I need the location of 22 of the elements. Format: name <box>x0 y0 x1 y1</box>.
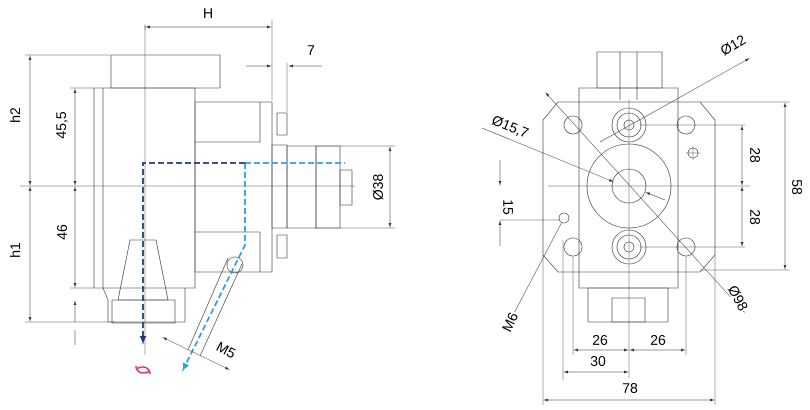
dimension-label: 78 <box>621 382 639 394</box>
dimension-label: 7 <box>306 44 316 56</box>
dimension-label: M5 <box>214 340 238 360</box>
dimension-label: Ø15,7 <box>488 113 532 141</box>
dimension-label: Ø98 <box>726 282 750 314</box>
dimension-label: 26 <box>649 334 667 346</box>
dimension-label: Ø38 <box>372 172 384 202</box>
dimension-label: 28 <box>749 208 761 226</box>
dimension-label: h1 <box>8 241 22 259</box>
dimension-label: 30 <box>589 355 607 367</box>
dimension-label: H <box>202 7 214 19</box>
dimension-label: 26 <box>591 334 609 346</box>
dimension-label: 46 <box>56 223 68 241</box>
threaded-hole <box>558 212 570 224</box>
dimension-label: h2 <box>8 106 22 124</box>
callout-label: M6 <box>502 312 518 332</box>
dimension-label: 58 <box>791 178 803 196</box>
dimension-label: 28 <box>749 146 761 164</box>
dimension-label: Ø12 <box>718 32 748 58</box>
dimension-label: 45,5 <box>55 110 69 140</box>
leader-line <box>514 222 562 312</box>
dimension-label: 15 <box>502 198 514 216</box>
